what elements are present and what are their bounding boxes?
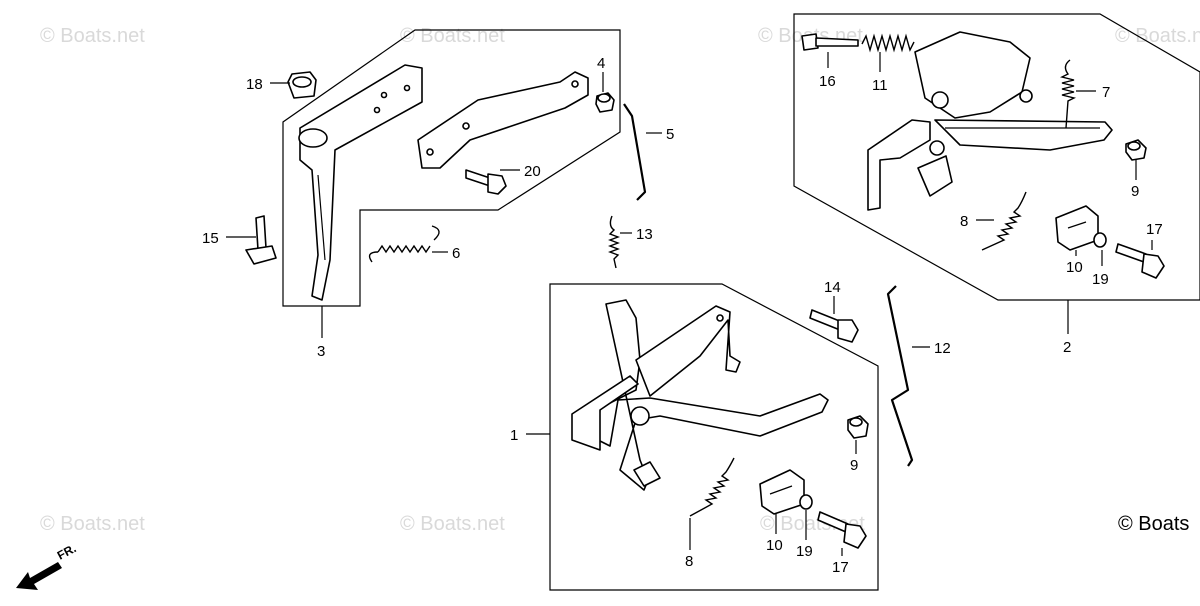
callout-17-top: 17 [1146, 221, 1163, 238]
callout-12: 12 [934, 340, 951, 357]
watermark: © Boats.net [1115, 25, 1200, 47]
group-1-outline [549, 283, 879, 591]
callout-14: 14 [824, 279, 841, 296]
callout-5: 5 [666, 126, 674, 143]
part-3-bracket [298, 64, 423, 301]
part-9-nut-top [1125, 139, 1147, 161]
part-16-bolt [801, 33, 859, 51]
callout-19-bottom: 19 [796, 543, 813, 560]
part-9-nut-bottom [847, 415, 869, 439]
callout-9-bottom: 9 [850, 457, 858, 474]
callout-17-bottom: 17 [832, 559, 849, 576]
watermark: © Boats.net [400, 513, 505, 535]
callout-4: 4 [597, 55, 605, 72]
part-13-spring [608, 215, 620, 269]
group-2-outline [793, 13, 1200, 301]
callout-3: 3 [317, 343, 325, 360]
callout-15: 15 [202, 230, 219, 247]
part-19-washer-top [1093, 232, 1107, 248]
part-4-nut [595, 92, 615, 113]
callout-9-top: 9 [1131, 183, 1139, 200]
callout-10-top: 10 [1066, 259, 1083, 276]
part-14-bolt [809, 309, 859, 343]
part-5-rod [623, 103, 647, 201]
part-2-assembly [867, 31, 1113, 211]
watermark: © Boats.net [400, 25, 505, 47]
callout-8-top: 8 [960, 213, 968, 230]
part-20-plate [417, 71, 589, 169]
watermark: © Boats.net [40, 25, 145, 47]
part-10-clip-top [1055, 205, 1099, 251]
part-19-washer-bottom [799, 494, 813, 510]
callout-20: 20 [524, 163, 541, 180]
part-17-bolt-bottom [817, 511, 867, 549]
callout-7: 7 [1102, 84, 1110, 101]
part-15-bolt [245, 215, 277, 265]
callout-19-top: 19 [1092, 271, 1109, 288]
front-direction-arrow [16, 562, 62, 590]
direction-label: FR. [55, 541, 79, 562]
callout-16: 16 [819, 73, 836, 90]
leader-lines [226, 52, 1153, 556]
part-8-spring-bottom [689, 457, 735, 517]
part-6-spring [368, 225, 440, 263]
part-7-spring [1059, 59, 1077, 129]
part-20-bolt [465, 169, 507, 195]
part-8-spring-top [981, 191, 1027, 251]
part-12-rod [886, 285, 914, 467]
callout-8-bottom: 8 [685, 553, 693, 570]
part-18-nut [287, 71, 317, 99]
callout-13: 13 [636, 226, 653, 243]
part-10-clip-bottom [759, 469, 805, 515]
callout-1: 1 [510, 427, 518, 444]
watermark: © Boats.net [40, 513, 145, 535]
group-3-outline [282, 29, 621, 307]
callout-2: 2 [1063, 339, 1071, 356]
part-11-spring [861, 33, 915, 53]
callout-6: 6 [452, 245, 460, 262]
callout-18: 18 [246, 76, 263, 93]
copyright-watermark: © Boats [1118, 513, 1189, 535]
part-1-bracket [571, 299, 829, 491]
part-17-bolt-top [1115, 243, 1165, 279]
callout-10-bottom: 10 [766, 537, 783, 554]
callout-11: 11 [872, 77, 888, 94]
